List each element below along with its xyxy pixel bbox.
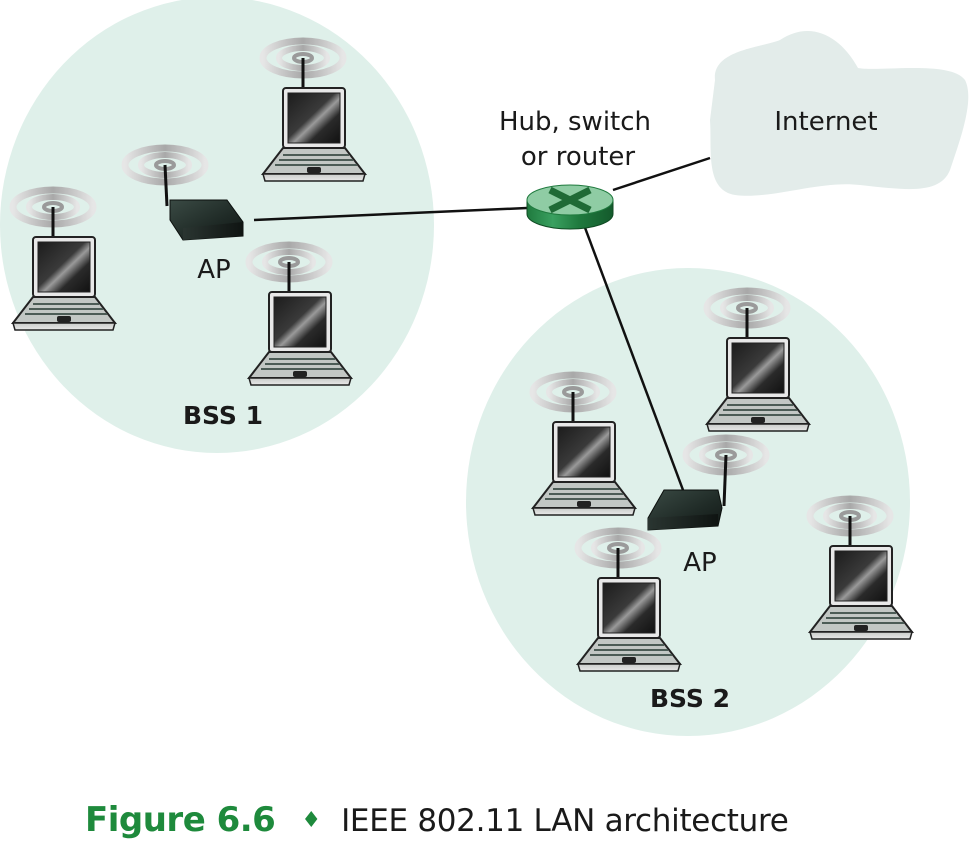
link-hub-ap2 <box>582 224 685 491</box>
ap-1-label: AP <box>197 255 230 285</box>
hub-label-line2: or router <box>521 142 636 172</box>
internet-cloud-icon <box>710 30 969 196</box>
figure-caption: Figure 6.6 ♦ IEEE 802.11 LAN architecture <box>85 800 789 850</box>
bss-2-label: BSS 2 <box>650 684 730 713</box>
ap-2-label: AP <box>683 548 716 578</box>
link-ap1-hub <box>253 206 528 222</box>
figure-number: Figure 6.6 <box>85 800 276 840</box>
diamond-icon: ♦ <box>301 808 322 833</box>
link-hub-internet <box>612 156 711 192</box>
internet-label: Internet <box>774 107 877 137</box>
router-icon <box>526 184 614 230</box>
hub-label-line1: Hub, switch <box>499 107 651 137</box>
figure-title: IEEE 802.11 LAN architecture <box>341 803 789 839</box>
bss-1-label: BSS 1 <box>183 401 263 430</box>
